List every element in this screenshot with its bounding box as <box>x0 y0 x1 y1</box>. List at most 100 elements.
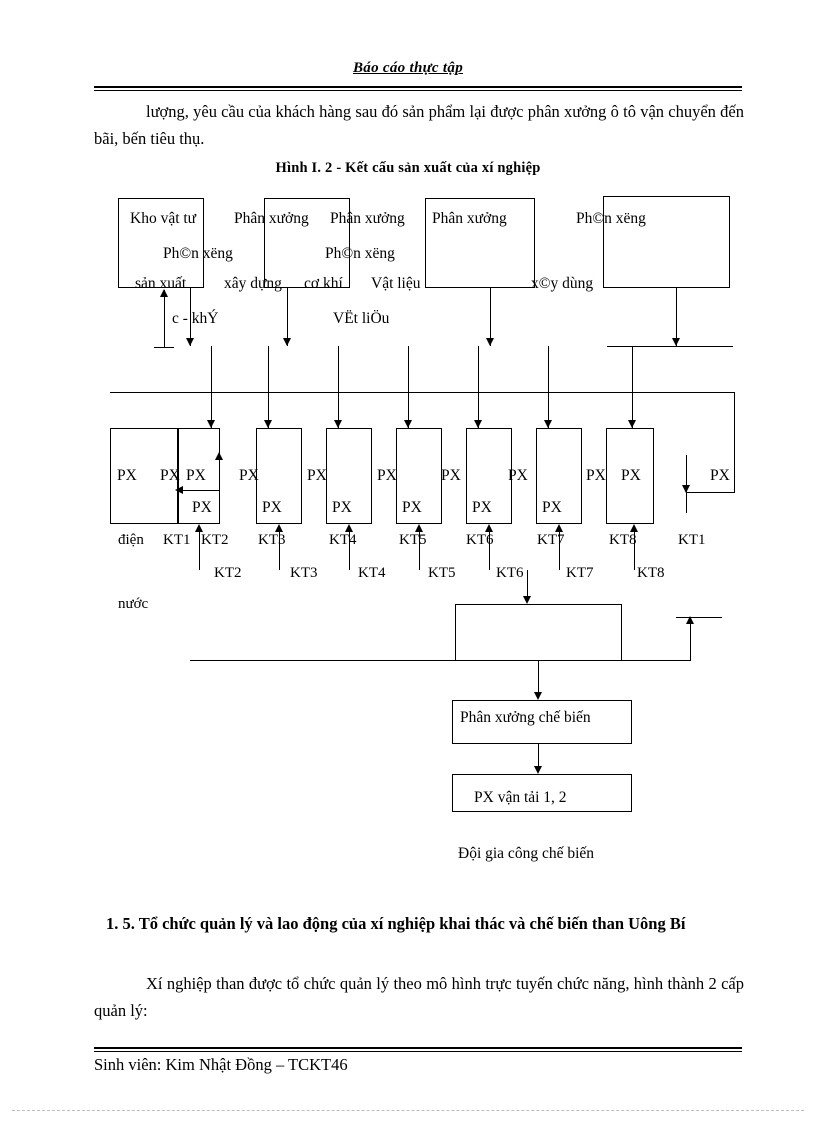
px-label-10: PX <box>621 467 641 484</box>
bus-drop-4 <box>408 346 409 428</box>
px-feedback-line <box>180 490 220 491</box>
px-label-lower-1: PX <box>192 499 212 516</box>
collector-right-riser <box>690 618 691 661</box>
page-footer-text: Sinh viên: Kim Nhật Đồng – TCKT46 <box>94 1055 348 1074</box>
px-label-lower-3: PX <box>332 499 352 516</box>
px-label-11: PX <box>710 467 730 484</box>
kt-label-lower-1: KT2 <box>214 565 242 581</box>
arrowhead-up-kt-3 <box>344 524 353 532</box>
top-row-third-label-4: Vật liệu <box>371 275 421 292</box>
px-label-5: PX <box>307 467 327 484</box>
top-box-kho-vat-tu <box>118 198 204 288</box>
arrowhead-up-kt-2 <box>274 524 283 532</box>
connector-drop-4 <box>676 288 677 346</box>
arrowhead-down-4 <box>671 338 680 346</box>
arrowhead-down-2 <box>282 338 291 346</box>
px-box-kt6 <box>536 428 582 524</box>
connector-left-bracket-foot <box>154 347 174 348</box>
arrowhead-bus-6 <box>543 420 552 428</box>
arrowhead-bus-4 <box>403 420 412 428</box>
arrowhead-up-kt-4 <box>414 524 423 532</box>
top-row-label-3: Phân xưởng <box>330 210 405 227</box>
arrowhead-down-van-tai <box>533 766 542 774</box>
arrowhead-up-px-feedback <box>214 452 223 460</box>
arrowhead-bus-7 <box>627 420 636 428</box>
arrowhead-up-kt-7 <box>629 524 638 532</box>
px-box-kt3 <box>326 428 372 524</box>
collector-right-cap <box>676 617 722 618</box>
top-row-second-label-2: Ph©n xëng <box>325 245 395 262</box>
arrowhead-left-px-feedback <box>175 485 183 494</box>
top-row-label-2: Phân xưởng <box>234 210 309 227</box>
arrowhead-up-kt-5 <box>484 524 493 532</box>
px-label-lower-4: PX <box>402 499 422 516</box>
px-label-7: PX <box>441 467 461 484</box>
bus-drop-6 <box>548 346 549 428</box>
kt-label-upper-5: KT5 <box>399 532 427 548</box>
kt-feed-vertical-7 <box>634 532 635 570</box>
bus-drop-3 <box>338 346 339 428</box>
header-rule <box>94 86 742 91</box>
bus-drop-2 <box>268 346 269 428</box>
arrowhead-down-3 <box>485 338 494 346</box>
distribution-bus-line <box>110 392 735 393</box>
body-paragraph-bottom: Xí nghiệp than được tổ chức quản lý theo… <box>94 974 744 1020</box>
top-box-phan-xuong-vat-lieu <box>425 198 535 288</box>
kt-label-lower-2: KT3 <box>290 565 318 581</box>
connector-left-bracket-vertical <box>164 290 165 348</box>
kt-label-upper-4: KT4 <box>329 532 357 548</box>
arrowhead-up-collector-right <box>685 616 694 624</box>
section-heading-1-5: 1. 5. Tổ chức quản lý và lao động của xí… <box>106 914 686 933</box>
px-box-kt7 <box>606 428 654 524</box>
connector-to-che-bien <box>538 661 539 698</box>
kt-feed-vertical-1 <box>199 532 200 570</box>
px-left-label-nuoc: nước <box>118 596 149 612</box>
top-row-label-5: Ph©n xëng <box>576 210 646 227</box>
page-bottom-edge <box>12 1110 804 1111</box>
px-label-1: PX <box>117 467 137 484</box>
kt-label-lower-7: KT8 <box>637 565 665 581</box>
bus-right-branch <box>734 392 735 492</box>
bus-drop-5 <box>478 346 479 428</box>
kt-label-upper-3: KT3 <box>258 532 286 548</box>
kt-label-lower-6: KT7 <box>566 565 594 581</box>
box-phan-xuong-che-bien <box>452 700 632 744</box>
production-structure-diagram: Kho vật tư Phân xưởng Phân xưởng Phân xư… <box>110 196 735 861</box>
px-label-4: PX <box>239 467 259 484</box>
px-label-8: PX <box>508 467 528 484</box>
arrowhead-bus-5 <box>473 420 482 428</box>
px-label-9: PX <box>586 467 606 484</box>
kt-label-upper-7: KT7 <box>537 532 565 548</box>
arrowhead-bus-3 <box>333 420 342 428</box>
kt-label-upper-8: KT8 <box>609 532 637 548</box>
connector-right-stub <box>607 346 733 347</box>
arrowhead-right-branch <box>681 485 690 493</box>
connector-drop-3 <box>490 288 491 346</box>
kt-feed-vertical-2 <box>279 532 280 570</box>
connector-drop-2 <box>287 288 288 346</box>
connector-drop-1 <box>190 288 191 346</box>
collector-box-empty <box>455 604 622 661</box>
top-row-third-label-1: sản xuất <box>135 275 187 292</box>
kt-feed-vertical-5 <box>489 532 490 570</box>
top-row-third-label-5: x©y dùng <box>531 275 594 292</box>
top-row-second-label-1: Ph©n xëng <box>163 245 233 262</box>
arrowhead-down-che-bien <box>533 692 542 700</box>
kt-feed-vertical-6 <box>559 532 560 570</box>
px-label-6: PX <box>377 467 397 484</box>
px-left-label-dien: điện <box>118 532 144 548</box>
arrowhead-down-collector <box>522 596 531 604</box>
sub-label-co-khi: c - khÝ <box>172 310 219 327</box>
kt-label-lower-5: KT6 <box>496 565 524 581</box>
label-px-van-tai: PX vận tải 1, 2 <box>474 789 567 806</box>
arrowhead-bus-1 <box>206 420 215 428</box>
bus-drop-1 <box>211 346 212 428</box>
arrowhead-down-1 <box>185 338 194 346</box>
kt-label-lower-3: KT4 <box>358 565 386 581</box>
arrowhead-bus-2 <box>263 420 272 428</box>
px-box-dien <box>110 428 178 524</box>
sub-label-vat-lieu: VËt liÖu <box>333 310 390 327</box>
px-box-kt4 <box>396 428 442 524</box>
arrowhead-up-kho-vat-tu <box>159 289 168 297</box>
